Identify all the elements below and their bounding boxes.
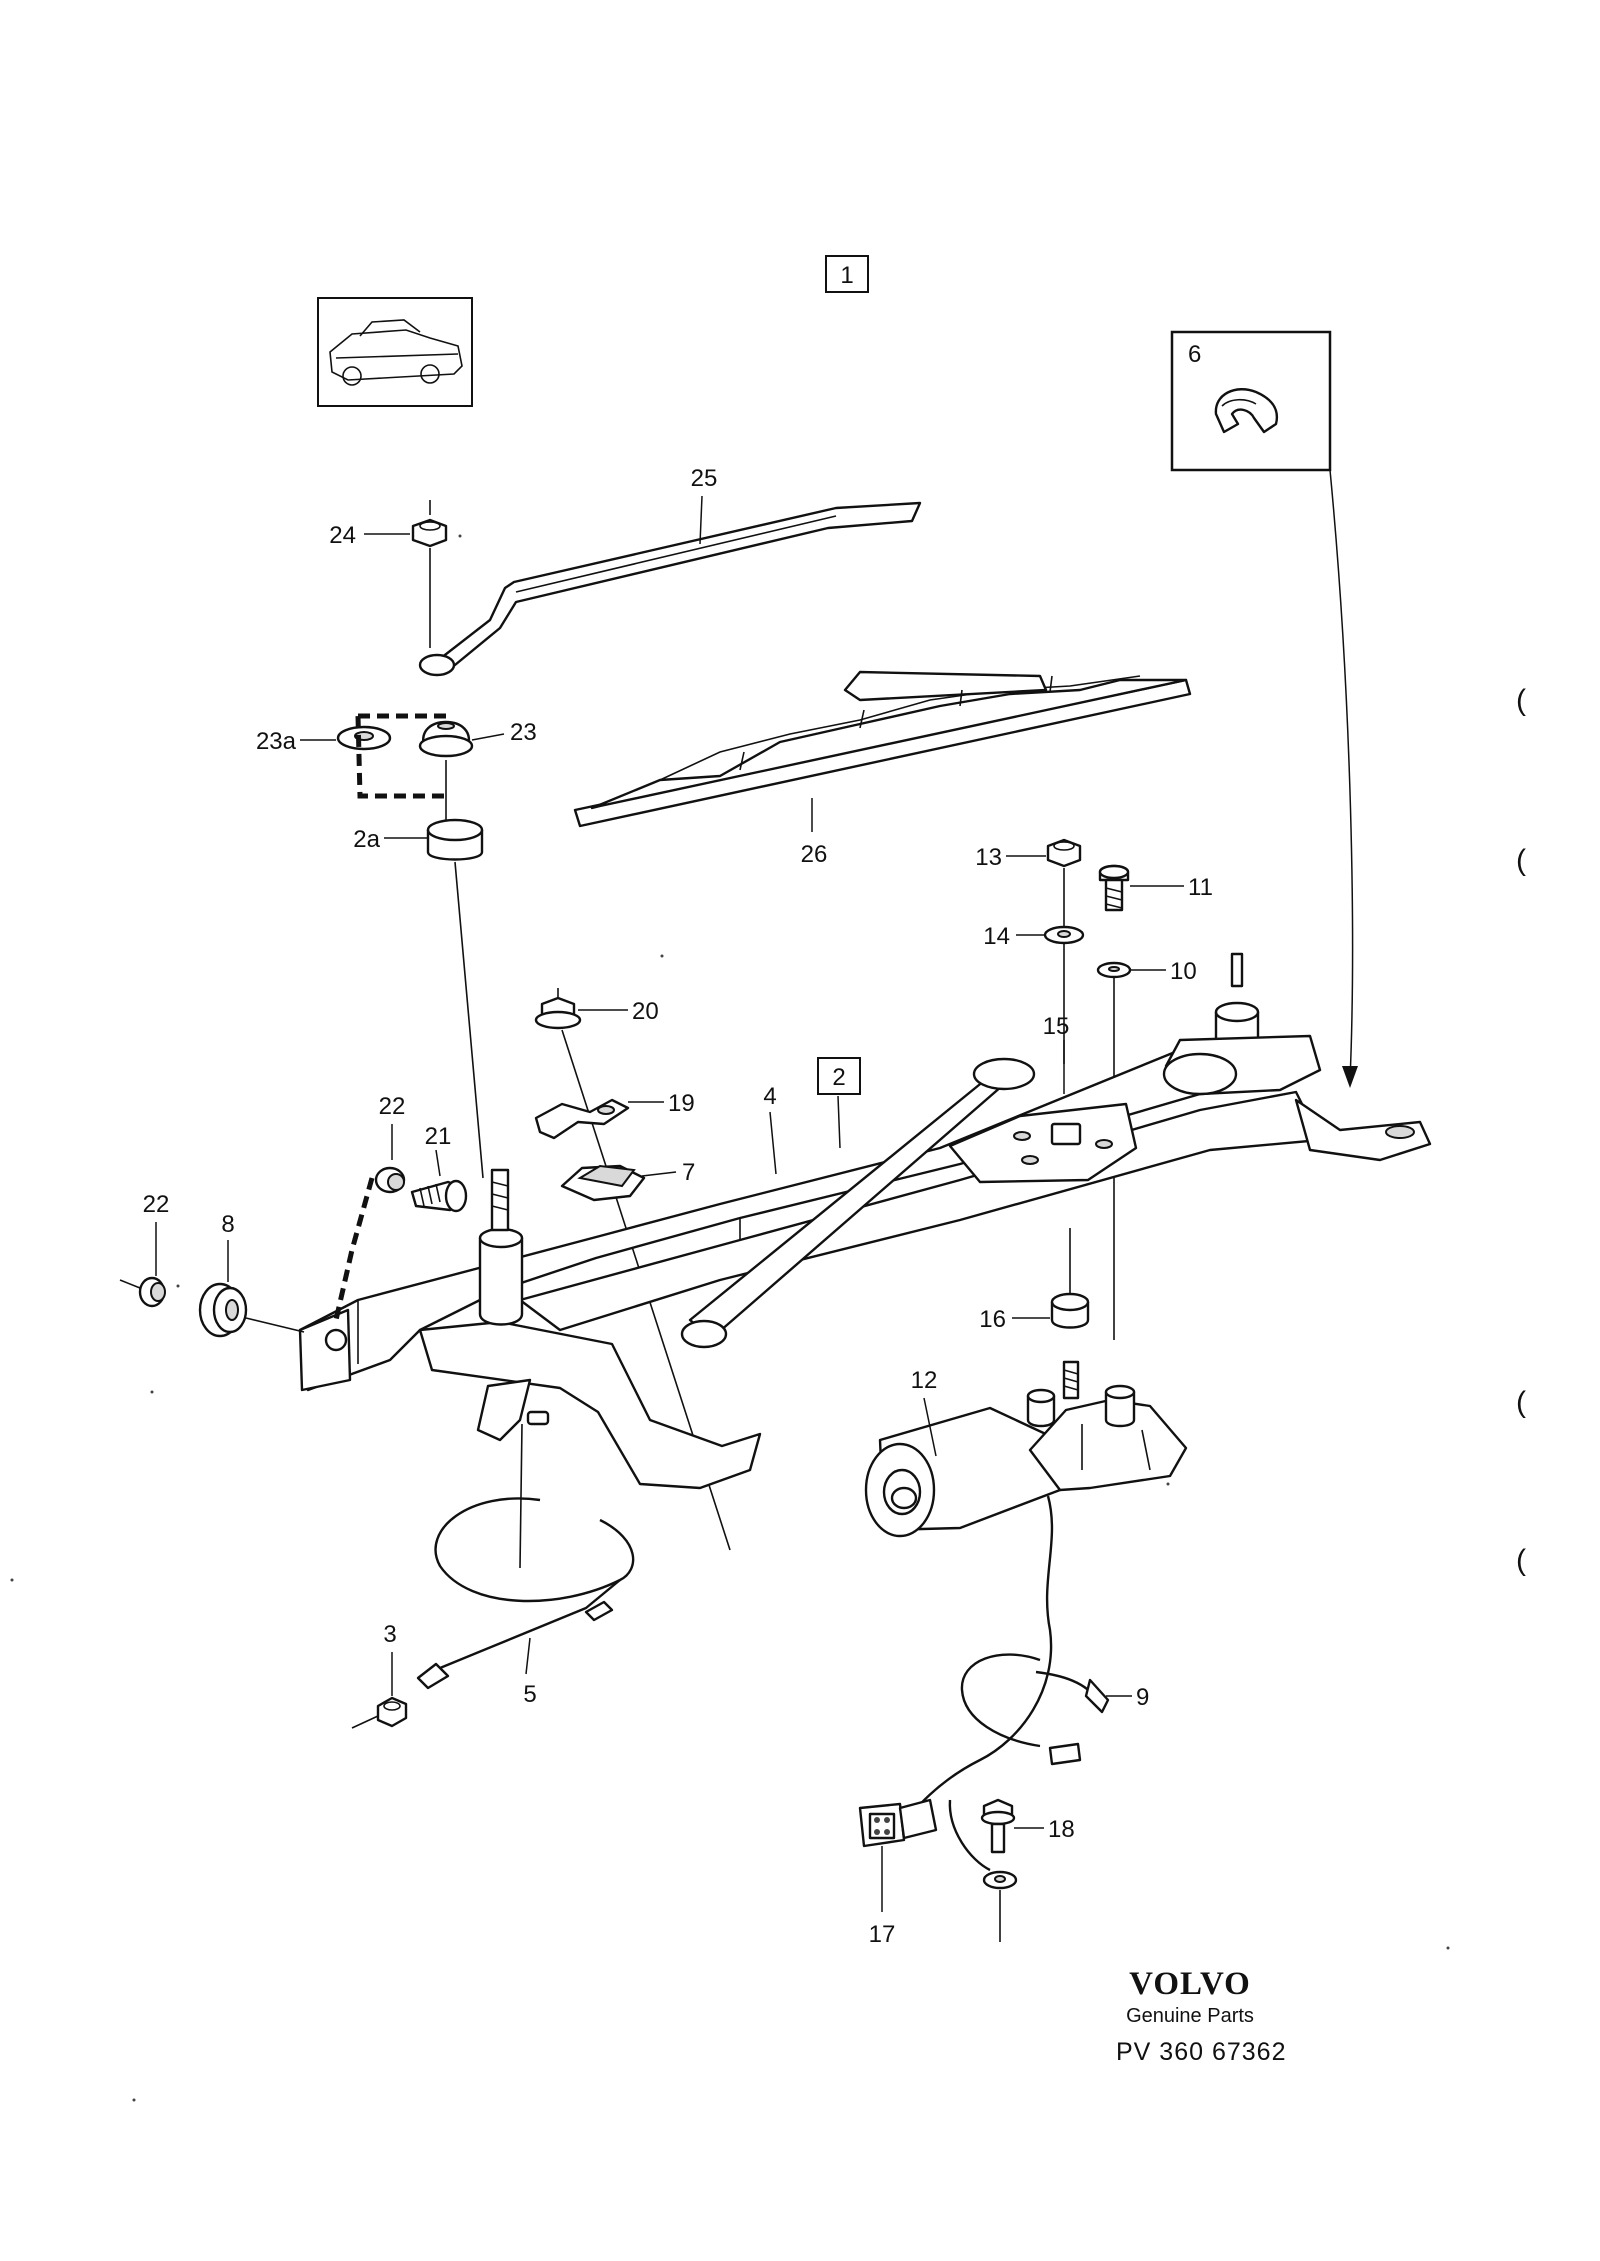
- screw-18: [980, 1798, 1016, 1854]
- callout-24: 24: [329, 522, 356, 549]
- wiring-harness: [898, 1495, 1110, 1872]
- section-box-1-label: 1: [840, 262, 853, 289]
- wire-clip-icon: [1214, 388, 1279, 434]
- wiper-motor: [864, 1360, 1188, 1538]
- margin-mark-2: (: [1516, 844, 1526, 877]
- grommet-axis-left: [119, 1279, 141, 1289]
- grommet-8: [198, 1282, 248, 1338]
- brand-subtitle: Genuine Parts: [1126, 2005, 1254, 2027]
- callout-23a: 23a: [256, 728, 297, 755]
- margin-mark-4: (: [1516, 1544, 1526, 1577]
- callout-23: 23: [510, 719, 537, 746]
- wiper-blade: [573, 670, 1192, 828]
- reference-number: PV 360 67362: [1116, 2038, 1287, 2066]
- callout-16: 16: [979, 1306, 1006, 1333]
- callout-26: 26: [801, 841, 828, 868]
- callout-11: 11: [1188, 874, 1213, 901]
- callout-17: 17: [869, 1921, 896, 1948]
- callout-5: 5: [523, 1681, 536, 1708]
- callout-15: 15: [1043, 1013, 1070, 1040]
- gasket-7: [560, 1164, 646, 1202]
- alternative-parts-bracket: [355, 713, 446, 799]
- washer-22-lower: [138, 1276, 166, 1308]
- washer-14: [1043, 925, 1085, 945]
- volvo-logo: VOLVO: [1129, 1966, 1251, 2002]
- callout-12: 12: [911, 1367, 938, 1394]
- brand-block: VOLVO Genuine Parts: [1110, 1966, 1270, 2028]
- wiper-arm: [418, 501, 922, 677]
- pivot-left: [478, 1168, 524, 1326]
- callout-3: 3: [383, 1621, 396, 1648]
- callout-20: 20: [632, 998, 659, 1025]
- binder-margin-marks: ( ( ( (: [1516, 684, 1526, 1577]
- washer-10: [1096, 961, 1132, 979]
- callout-22-upper: 22: [379, 1093, 406, 1120]
- arm-axis-lower: [454, 861, 484, 1179]
- callout-10: 10: [1170, 958, 1197, 985]
- car-thumbnail-inset: [317, 297, 473, 407]
- section-box-2: 2: [817, 1057, 861, 1095]
- screw-21: [410, 1179, 468, 1213]
- pivot-right: [1162, 952, 1432, 1162]
- clip-inset-6: 6: [1170, 330, 1332, 472]
- callout-4: 4: [763, 1083, 776, 1110]
- nut-24: [411, 518, 448, 548]
- scan-specks: [10, 534, 1450, 2102]
- callout-18: 18: [1048, 1816, 1075, 1843]
- callout-21: 21: [425, 1123, 452, 1150]
- washer-18: [982, 1870, 1018, 1890]
- nut-13: [1046, 838, 1082, 868]
- margin-mark-3: (: [1516, 1386, 1526, 1419]
- callout-22-lower: 22: [143, 1191, 170, 1218]
- grommet-axis-right: [245, 1317, 305, 1333]
- crank-pivot: [972, 1057, 1036, 1091]
- washer-22-upper: [374, 1166, 406, 1194]
- section-box-1: 1: [825, 255, 869, 293]
- washer-23a: [336, 725, 392, 751]
- nut-3-axis: [351, 1715, 379, 1729]
- callout-25: 25: [691, 465, 718, 492]
- margin-mark-1: (: [1516, 684, 1526, 717]
- callout-8: 8: [221, 1211, 234, 1238]
- callout-leaders: [155, 495, 1184, 1912]
- callout-labels: 24 25 23a 23 2a 26 13 11 14 10 15 20 19 …: [143, 465, 1213, 1948]
- section-box-2-label: 2: [832, 1064, 845, 1091]
- callout-13: 13: [975, 844, 1002, 871]
- nut-20: [534, 988, 582, 1030]
- inset-part-number: 6: [1188, 341, 1201, 368]
- bushing-2a: [426, 818, 484, 861]
- connector-17: [858, 1798, 938, 1848]
- bushing-16: [1050, 1292, 1090, 1329]
- bracket-19: [534, 1098, 630, 1140]
- mount-plate: [948, 1102, 1138, 1184]
- nut-3: [376, 1696, 408, 1728]
- ground-cable: [416, 1423, 635, 1690]
- callout-9: 9: [1136, 1684, 1149, 1711]
- inset-pointer-arrow: [1329, 469, 1358, 1088]
- callout-7: 7: [682, 1159, 695, 1186]
- bolt-11: [1098, 864, 1130, 912]
- wiper-frame: [298, 1044, 1322, 1490]
- dashed-assembly-line-22: [333, 1177, 375, 1321]
- callout-14: 14: [983, 923, 1010, 950]
- sedan-car-icon: [329, 319, 463, 386]
- callout-19: 19: [668, 1090, 695, 1117]
- callout-2a: 2a: [353, 826, 380, 853]
- washer-23: [418, 720, 474, 758]
